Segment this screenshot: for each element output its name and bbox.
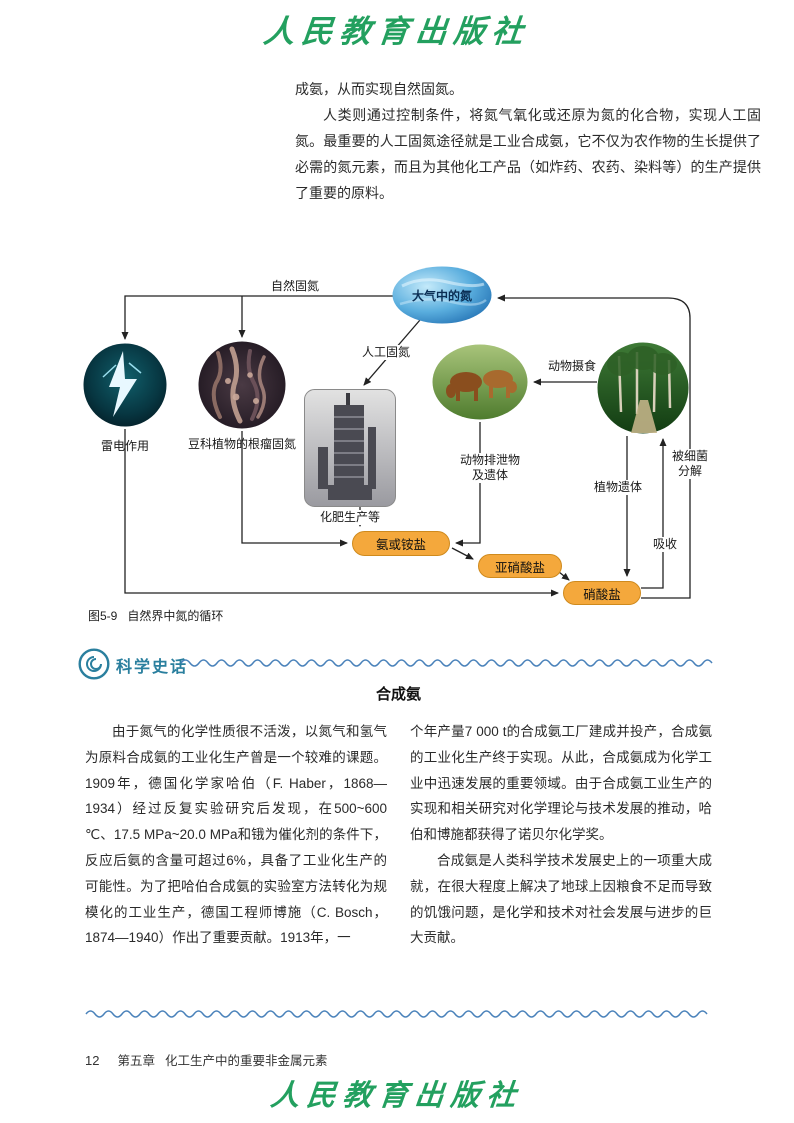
wavy-divider-bottom [85,1010,708,1018]
history-title: 合成氨 [375,686,421,703]
ammonia-salt-node: 氨或铵盐 [352,531,450,556]
atmosphere-label: 大气中的氮 [411,288,472,303]
history-right-paragraph-2: 合成氨是人类科学技术发展史上的一项重大成就，在很大程度上解决了地球上因粮食不足而… [410,852,712,946]
arrow-absorption [641,438,667,589]
nitrogen-cycle-diagram: 大气中的氮 [70,260,770,620]
cattle-image [432,344,528,420]
natural-fixation-label: 自然固氮 [270,279,319,293]
bacteria-decompose-label: 被细菌 分解 [668,449,712,479]
cycle-arrows [121,294,691,599]
intro-line-continuation: 成氨，从而实现自然固氮。 [295,81,463,97]
lightning-image [83,343,167,427]
figure-title: 自然界中氮的循环 [127,609,224,623]
forest-image [597,342,689,434]
section-label: 科学史话 [116,659,189,676]
history-right-paragraph-1: 个年产量7 000 t的合成氨工厂建成并投产，合成氨的工业化生产终于实现。从此，… [410,724,712,843]
intro-block: 成氨，从而实现自然固氮。 人类则通过控制条件，将氮气氧化或还原为氮的化合物，实现… [295,76,761,206]
arrow-natural-fixation-lightning [121,295,393,340]
fertilizer-plant-image [304,389,396,507]
atmosphere-image: 大气中的氮 [392,266,492,324]
figure-caption: 图5-9 自然界中氮的循环 [88,607,233,624]
wavy-divider-top [180,659,713,667]
animal-waste-label: 动物排泄物 及遗体 [452,453,528,483]
arrow-nitrite-to-nitrate [558,571,570,581]
science-history-icon [78,648,110,680]
root-nodule-image [198,341,286,429]
arrow-lightning-to-nitrate [124,429,559,597]
publisher-logo-bottom: 人民教育出版社 [268,1080,525,1112]
history-column-right: 个年产量7 000 t的合成氨工厂建成并投产，合成氨的工业化生产终于实现。从此，… [410,719,712,951]
nitrate-node: 硝酸盐 [563,581,641,605]
lightning-label: 雷电作用 [100,439,149,453]
arrow-nodule-to-ammonia [241,431,348,547]
absorption-label: 吸收 [647,537,683,552]
intro-paragraph: 人类则通过控制条件，将氮气氧化或还原为氮的化合物，实现人工固氮。最重要的人工固氮… [295,107,761,201]
root-nodule-label: 豆科植物的根瘤固氮 [187,437,296,451]
history-left-paragraph: 由于氮气的化学性质很不活泼，以氮气和氢气为原料合成氨的工业化生产曾是一个较难的课… [85,724,387,946]
animal-feeding-label: 动物摄食 [547,359,596,373]
publisher-logo-top: 人民教育出版社 [261,14,532,49]
plant-remains-label: 植物遗体 [590,480,646,495]
page-number: 12 [85,1053,100,1068]
fertilizer-label: 化肥生产等 [316,510,384,525]
page-footer: 12 第五章化工生产中的重要非金属元素 [85,1050,338,1069]
nitrite-node: 亚硝酸盐 [478,554,562,578]
artificial-fixation-label: 人工固氮 [358,345,414,360]
arrow-bacteria-to-atmosphere [497,294,691,599]
chapter-title: 化工生产中的重要非金属元素 [164,1054,328,1068]
chapter-label: 第五章 [117,1054,155,1068]
arrow-ammonia-to-nitrite [451,547,474,560]
history-column-left: 由于氮气的化学性质很不活泼，以氮气和氢气为原料合成氨的工业化生产曾是一个较难的课… [85,719,387,951]
figure-number: 图5-9 [88,609,118,623]
